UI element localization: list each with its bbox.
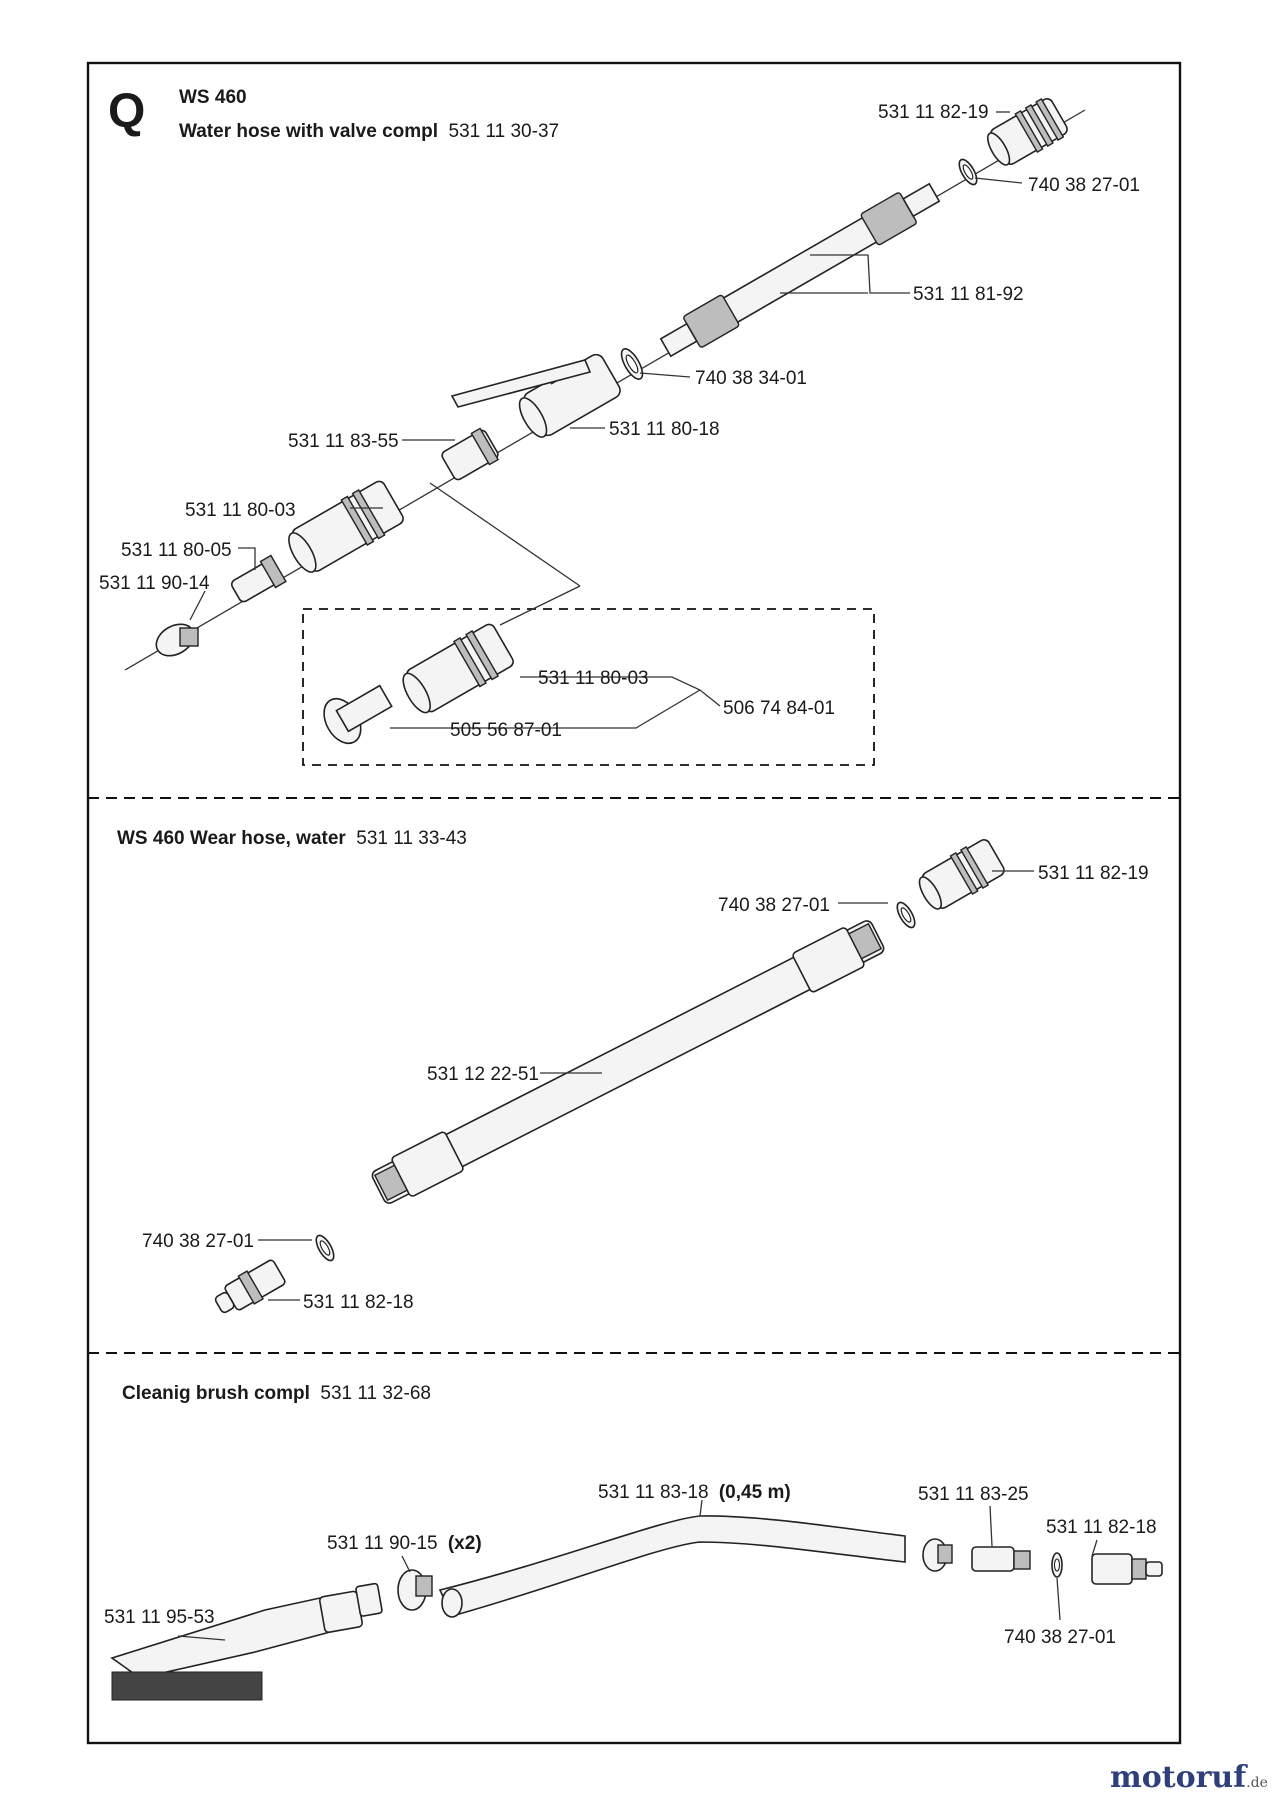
- label-p2: 531 11 83-25: [918, 1484, 1029, 1505]
- section-title-bold: WS 460 Wear hose, water: [117, 828, 346, 849]
- section-title-part: 531 11 33-43: [356, 828, 467, 849]
- label-p5: 531 11 80-18: [609, 419, 720, 440]
- coupler-top-right: [986, 97, 1068, 166]
- plug-82-18: [1091, 1553, 1163, 1585]
- label-p1: 531 11 83-18 (0,45 m): [598, 1482, 791, 1503]
- washer-bottom: [315, 1234, 335, 1262]
- label-p10: 531 11 80-03: [538, 668, 649, 689]
- watermark-logo: motoruf.de: [1110, 1760, 1268, 1795]
- alternate-kit-box: [302, 608, 875, 766]
- label-p3: 531 12 22-51: [427, 1064, 539, 1085]
- alt-adapter: [323, 684, 393, 745]
- section-title-bold: Water hose with valve compl: [179, 121, 438, 142]
- label-p1: 531 11 82-19: [1038, 863, 1149, 884]
- section-water-hose-with-valve: Q WS 460 Water hose with valve compl 531…: [99, 85, 1140, 766]
- label-p2: 740 38 27-01: [718, 895, 830, 916]
- label-p7: 531 11 80-03: [185, 500, 296, 521]
- label-p5: 531 11 82-18: [303, 1292, 414, 1313]
- section-title-part: 531 11 32-68: [320, 1383, 431, 1404]
- label-p4: 531 11 90-15 (x2): [327, 1533, 482, 1554]
- section-title-bold: Cleanig brush compl: [122, 1383, 310, 1404]
- watermark-suffix: .de: [1246, 1775, 1268, 1791]
- coupler-top: [918, 839, 1005, 910]
- section-title: Water hose with valve compl 531 11 30-37: [179, 121, 559, 142]
- hose-section-top: [659, 182, 941, 358]
- label-p12: 505 56 87-01: [450, 720, 562, 741]
- outer-frame: [86, 61, 1182, 1745]
- label-p3: 531 11 81-92: [913, 284, 1024, 305]
- hose-clamp-90-14: [155, 623, 199, 657]
- label-p8: 531 11 80-05: [121, 540, 232, 561]
- coupler-80-03: [288, 480, 404, 573]
- plug-bottom: [214, 1259, 286, 1314]
- nipple-83-25: [971, 1546, 1031, 1572]
- label-p11: 506 74 84-01: [723, 698, 835, 719]
- washer-top: [958, 158, 978, 186]
- label-p4-note: (x2): [448, 1533, 482, 1554]
- label-p9: 531 11 90-14: [99, 573, 210, 594]
- wear-hose: [371, 920, 885, 1204]
- section-title: WS 460 Wear hose, water 531 11 33-43: [117, 828, 467, 849]
- section-cleaning-brush: Cleanig brush compl 531 11 32-68: [104, 1383, 1163, 1701]
- clamp-right: [922, 1538, 953, 1572]
- washer-top: [896, 901, 916, 929]
- section-title-part: 531 11 30-37: [449, 121, 560, 142]
- watermark-brand: motoruf: [1110, 1760, 1247, 1795]
- hose-clamp: [397, 1569, 433, 1611]
- brush-hose: [438, 1515, 906, 1617]
- label-p6: 740 38 27-01: [1004, 1627, 1116, 1648]
- section-model: WS 460: [179, 87, 247, 108]
- section-letter: Q: [108, 85, 145, 138]
- label-p1-part: 531 11 83-18: [598, 1482, 709, 1503]
- section-wear-hose-water: WS 460 Wear hose, water 531 11 33-43: [117, 828, 1149, 1314]
- alt-coupler: [402, 623, 514, 714]
- label-p5: 531 11 95-53: [104, 1607, 215, 1628]
- label-p4: 740 38 34-01: [695, 368, 807, 389]
- ball-valve: [450, 353, 621, 438]
- washer-middle: [620, 348, 644, 380]
- label-p4: 740 38 27-01: [142, 1231, 254, 1252]
- washer-right: [1051, 1552, 1063, 1578]
- cleaning-brush: [110, 1582, 383, 1701]
- label-p1: 531 11 82-19: [878, 102, 989, 123]
- nipple-83-55: [441, 427, 500, 481]
- label-p6: 531 11 83-55: [288, 431, 399, 452]
- section-title: Cleanig brush compl 531 11 32-68: [122, 1383, 431, 1404]
- label-p2: 740 38 27-01: [1028, 175, 1140, 196]
- label-p4-part: 531 11 90-15: [327, 1533, 438, 1554]
- label-p1-note: (0,45 m): [719, 1482, 791, 1503]
- hose-barb-80-05: [230, 554, 287, 603]
- label-p3: 531 11 82-18: [1046, 1517, 1157, 1538]
